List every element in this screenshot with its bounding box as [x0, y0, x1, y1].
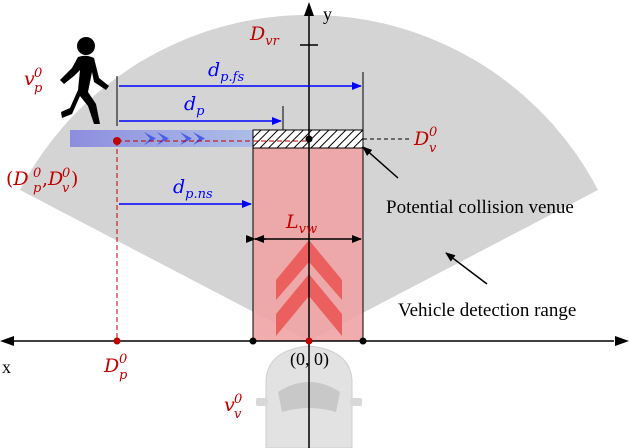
collision-center-point: [305, 135, 313, 143]
vehicle-lane-band: [253, 140, 363, 341]
detection-pointer-arrow: [445, 252, 488, 285]
origin-label: (0, 0): [290, 349, 329, 370]
origin-point: [305, 337, 313, 345]
dpfs-label: dp.fs: [208, 59, 244, 85]
lane-right-point: [359, 337, 367, 345]
lvw-label: Lvw: [285, 211, 317, 237]
x-axis-label: x: [2, 357, 11, 377]
collision-venue-label: Potential collision venue: [386, 197, 574, 218]
x-axis-arrowhead: [615, 336, 629, 346]
collision-pointer-arrow: [362, 146, 399, 179]
detection-range-label: Vehicle detection range: [398, 300, 576, 321]
lane-left-point: [249, 337, 257, 345]
y-axis-label: y: [323, 4, 332, 24]
dvr-label: Dvr: [249, 23, 280, 49]
x-axis-arrowhead: [0, 336, 14, 346]
dpns-label: dp.ns: [173, 176, 213, 202]
dp0-point: [113, 337, 121, 345]
pedestrian-icon: [60, 37, 109, 124]
pedestrian-point: [113, 137, 121, 145]
dp-label: dp: [184, 93, 205, 119]
pedestrian-direction-chevrons: [144, 132, 205, 145]
y-axis-arrowhead: [304, 2, 314, 16]
